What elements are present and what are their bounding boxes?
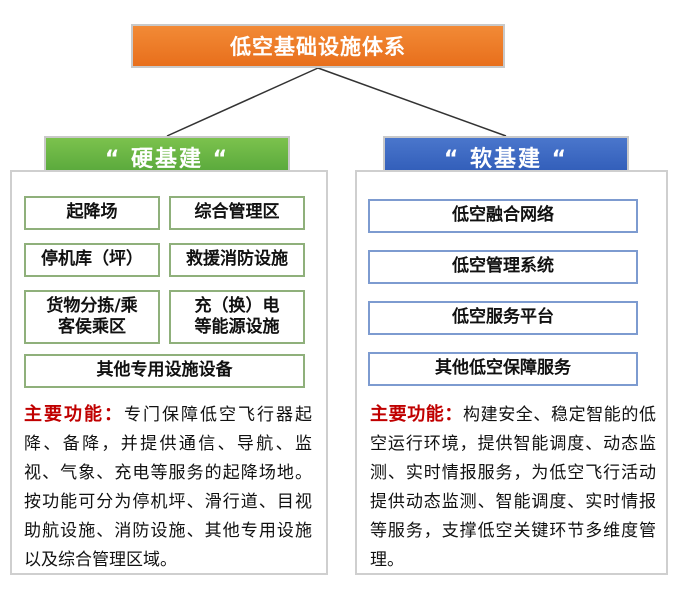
hard-function-text: 专门保障低空飞行器起降、备降，并提供通信、导航、监视、气象、充电等服务的起降场地… [24, 405, 312, 570]
hard-item-cargo-passenger: 货物分拣/乘 客侯乘区 [24, 290, 160, 344]
hard-item-landing-site: 起降场 [24, 196, 160, 230]
hard-function-description: 主要功能：专门保障低空飞行器起降、备降，并提供通信、导航、监视、气象、充电等服务… [24, 400, 312, 575]
connector-right [317, 67, 507, 137]
cargo-line-1: 货物分拣/乘 [46, 295, 138, 316]
energy-line-2: 等能源设施 [194, 317, 280, 337]
system-title: 低空基础设施体系 [131, 24, 505, 68]
connector-left [166, 67, 319, 137]
soft-function-label: 主要功能： [370, 404, 463, 425]
hard-item-rescue-fire: 救援消防设施 [169, 243, 305, 277]
hard-item-other-facilities: 其他专用设施设备 [24, 354, 305, 388]
soft-item-fusion-network: 低空融合网络 [368, 199, 638, 233]
soft-function-description: 主要功能：构建安全、稳定智能的低空运行环境，提供智能调度、动态监测、实时情报服务… [370, 400, 656, 575]
soft-function-text: 构建安全、稳定智能的低空运行环境，提供智能调度、动态监测、实时情报服务，为低空飞… [370, 405, 656, 570]
cargo-line-2: 客侯乘区 [58, 317, 126, 337]
energy-line-1: 充（换）电 [194, 295, 280, 316]
hard-item-hangar: 停机库（坪） [24, 243, 160, 277]
hard-function-label: 主要功能： [24, 404, 124, 425]
soft-item-management-system: 低空管理系统 [368, 250, 638, 284]
hard-item-energy: 充（换）电 等能源设施 [169, 290, 305, 344]
soft-item-service-platform: 低空服务平台 [368, 301, 638, 335]
soft-item-other-services: 其他低空保障服务 [368, 352, 638, 386]
hard-item-management-zone: 综合管理区 [169, 196, 305, 230]
